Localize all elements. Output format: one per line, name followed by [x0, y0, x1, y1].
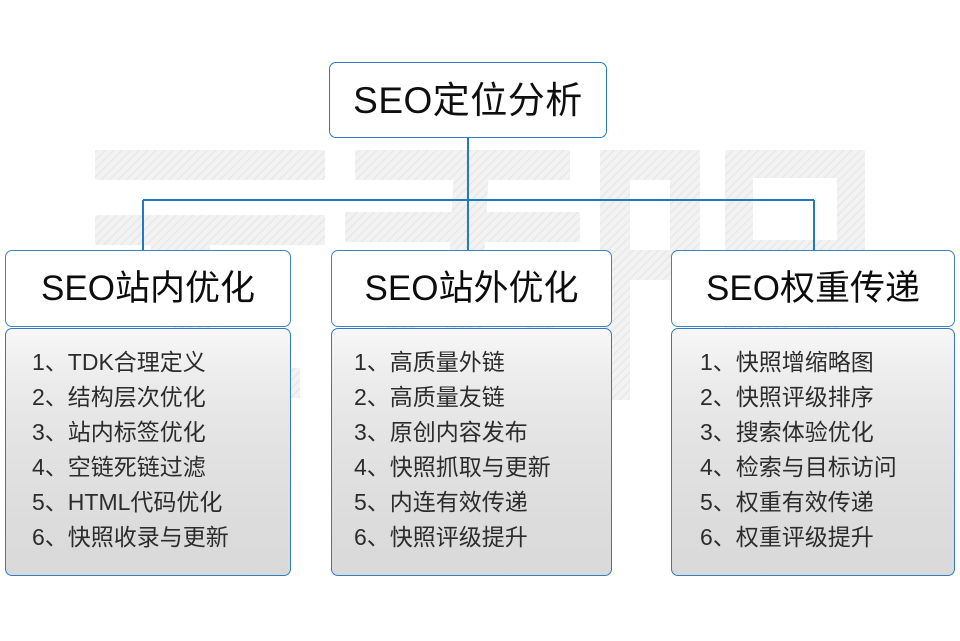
item-list-2: 1、 快照增缩略图 2、 快照评级排序 3、 搜索体验优化 4、 检索与目标访问… [672, 345, 954, 555]
list-item-number: 6、 [354, 524, 390, 550]
list-item-number: 3、 [700, 419, 736, 445]
branch-column-seo-onsite: SEO站内优化 1、 TDK合理定义 2、 结构层次优化 3、 站内标签优化 4… [5, 250, 291, 576]
column-body-1: 1、 高质量外链 2、 高质量友链 3、 原创内容发布 4、 快照抓取与更新 5… [331, 328, 612, 576]
list-item-number: 1、 [32, 349, 68, 375]
list-item-label: 原创内容发布 [389, 419, 528, 445]
root-node-title: SEO定位分析 [353, 79, 583, 121]
item-list-1: 1、 高质量外链 2、 高质量友链 3、 原创内容发布 4、 快照抓取与更新 5… [332, 345, 611, 555]
column-body-0: 1、 TDK合理定义 2、 结构层次优化 3、 站内标签优化 4、 空链死链过滤… [5, 328, 291, 576]
list-item-label: 结构层次优化 [67, 384, 206, 410]
branch-column-seo-weight: SEO权重传递 1、 快照增缩略图 2、 快照评级排序 3、 搜索体验优化 4、 [671, 250, 955, 576]
list-item-label: TDK合理定义 [67, 349, 206, 375]
list-item-number: 6、 [700, 524, 736, 550]
list-item-number: 4、 [354, 454, 390, 480]
list-item-label: 快照抓取与更新 [389, 454, 551, 480]
list-item[interactable]: 5、 内连有效传递 [354, 485, 611, 520]
list-item-number: 6、 [32, 524, 68, 550]
column-header-2[interactable]: SEO权重传递 [671, 250, 955, 327]
list-item[interactable]: 2、 结构层次优化 [32, 380, 290, 415]
list-item-number: 1、 [700, 349, 736, 375]
list-item-label: 检索与目标访问 [735, 454, 897, 480]
list-item-number: 5、 [32, 489, 68, 515]
list-item-label: 快照评级提升 [389, 524, 528, 550]
list-item[interactable]: 3、 原创内容发布 [354, 415, 611, 450]
list-item-label: 站内标签优化 [67, 419, 206, 445]
list-item[interactable]: 1、 高质量外链 [354, 345, 611, 380]
column-header-title-1: SEO站外优化 [364, 269, 579, 308]
column-header-title-2: SEO权重传递 [706, 269, 920, 308]
list-item[interactable]: 4、 空链死链过滤 [32, 450, 290, 485]
list-item-number: 4、 [32, 454, 68, 480]
column-header-1[interactable]: SEO站外优化 [331, 250, 612, 327]
column-header-0[interactable]: SEO站内优化 [5, 250, 291, 327]
list-item[interactable]: 2、 高质量友链 [354, 380, 611, 415]
branch-column-seo-offsite: SEO站外优化 1、 高质量外链 2、 高质量友链 3、 原创内容发布 4、 快 [331, 250, 612, 576]
list-item-number: 2、 [32, 384, 68, 410]
list-item-label: 搜索体验优化 [735, 419, 874, 445]
list-item[interactable]: 4、 检索与目标访问 [700, 450, 954, 485]
list-item-number: 3、 [32, 419, 68, 445]
list-item-label: 权重评级提升 [735, 524, 874, 550]
list-item-number: 5、 [700, 489, 736, 515]
list-item[interactable]: 5、 权重有效传递 [700, 485, 954, 520]
list-item-number: 2、 [700, 384, 736, 410]
list-item[interactable]: 6、 快照评级提升 [354, 520, 611, 555]
list-item-label: 高质量友链 [389, 384, 505, 410]
list-item[interactable]: 3、 站内标签优化 [32, 415, 290, 450]
list-item-number: 3、 [354, 419, 390, 445]
root-node[interactable]: SEO定位分析 [329, 62, 607, 138]
item-list-0: 1、 TDK合理定义 2、 结构层次优化 3、 站内标签优化 4、 空链死链过滤… [6, 345, 290, 555]
list-item-number: 1、 [354, 349, 390, 375]
list-item[interactable]: 6、 快照收录与更新 [32, 520, 290, 555]
list-item-label: 快照增缩略图 [735, 349, 874, 375]
list-item-label: 权重有效传递 [735, 489, 874, 515]
list-item-label: 快照评级排序 [735, 384, 874, 410]
list-item-label: HTML代码优化 [67, 489, 223, 515]
column-header-title-0: SEO站内优化 [41, 269, 255, 308]
list-item[interactable]: 4、 快照抓取与更新 [354, 450, 611, 485]
list-item-number: 4、 [700, 454, 736, 480]
list-item-number: 2、 [354, 384, 390, 410]
list-item[interactable]: 3、 搜索体验优化 [700, 415, 954, 450]
list-item[interactable]: 6、 权重评级提升 [700, 520, 954, 555]
list-item-label: 高质量外链 [389, 349, 505, 375]
list-item[interactable]: 2、 快照评级排序 [700, 380, 954, 415]
list-item-label: 快照收录与更新 [67, 524, 229, 550]
list-item-label: 空链死链过滤 [67, 454, 206, 480]
list-item[interactable]: 1、 TDK合理定义 [32, 345, 290, 380]
list-item-label: 内连有效传递 [389, 489, 528, 515]
list-item[interactable]: 5、 HTML代码优化 [32, 485, 290, 520]
list-item[interactable]: 1、 快照增缩略图 [700, 345, 954, 380]
column-body-2: 1、 快照增缩略图 2、 快照评级排序 3、 搜索体验优化 4、 检索与目标访问… [671, 328, 955, 576]
list-item-number: 5、 [354, 489, 390, 515]
